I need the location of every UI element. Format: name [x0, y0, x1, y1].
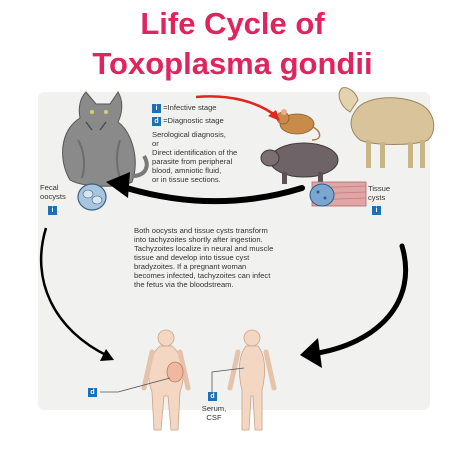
tissue-cysts-badge: i	[372, 206, 381, 215]
tissue-cysts-line-1: Tissue	[368, 184, 391, 193]
diagnosis-line-1: Serological diagnosis,	[152, 130, 226, 139]
description-line-2: into tachyzoites shortly after ingestion…	[134, 235, 263, 244]
diagnosis-line-3: Direct identification of the	[152, 148, 238, 157]
description-line-3: Tachyzoites localize in neural and muscl…	[134, 244, 274, 253]
black-arrow-top	[106, 172, 305, 205]
woman-illustration	[227, 329, 277, 431]
fetus-pointer-line	[100, 377, 171, 393]
oocyst-illustration	[77, 183, 107, 211]
muscle-tissue-illustration	[309, 181, 367, 207]
description-line-1: Both oocysts and tissue cysts transform	[134, 226, 268, 235]
pregnant-woman-illustration	[141, 329, 191, 431]
serum-line-1: Serum,	[201, 404, 227, 413]
red-arrow	[195, 95, 280, 121]
diagnosis-line-2: or	[152, 139, 159, 148]
diagnosis-line-6: or in tissue sections.	[152, 175, 221, 184]
cat-illustration	[62, 91, 149, 187]
legend-infective: i =Infective stage	[152, 103, 217, 113]
fecal-oocysts-label: Fecal oocysts	[40, 183, 66, 201]
description-line-5: bradyzoites. If a pregnant woman	[134, 262, 247, 271]
description: Both oocysts and tissue cysts transform …	[134, 226, 324, 289]
serum-label: Serum, CSF	[200, 404, 228, 422]
description-line-7: the fetus via the bloodstream.	[134, 280, 234, 289]
sheep-illustration	[338, 87, 435, 168]
title-line-1: Life Cycle of	[140, 6, 325, 41]
fecal-oocysts-line-2: oocysts	[40, 192, 66, 201]
diagnosis-line-5: blood, amniotic fluid,	[152, 166, 222, 175]
diagnostic-label: =Diagnostic stage	[163, 116, 224, 125]
fetus-diagnostic-badge: d	[88, 388, 97, 397]
mouse-illustration	[276, 109, 321, 141]
description-line-6: becomes infected, tachyzoites can infect	[134, 271, 271, 280]
pig-illustration	[260, 142, 339, 184]
diagnostic-badge: d	[152, 117, 161, 126]
diagnosis-line-4: parasite from peripheral	[152, 157, 233, 166]
fecal-oocysts-line-1: Fecal	[40, 183, 59, 192]
infective-label: =Infective stage	[163, 103, 217, 112]
black-arrow-left	[39, 227, 114, 361]
diagnosis-note: Serological diagnosis, or Direct identif…	[152, 130, 282, 184]
black-arrow-right	[300, 243, 409, 368]
serum-badge: d	[208, 392, 217, 401]
title-line-2: Toxoplasma gondii	[92, 46, 373, 81]
serum-line-2: CSF	[206, 413, 222, 422]
legend-diagnostic: d =Diagnostic stage	[152, 116, 224, 126]
tissue-cysts-line-2: cysts	[368, 193, 386, 202]
description-line-4: tissue and develop into tissue cyst	[134, 253, 250, 262]
tissue-cysts-label: Tissue cysts	[368, 184, 390, 202]
fecal-oocysts-badge: i	[48, 206, 57, 215]
infective-badge: i	[152, 104, 161, 113]
serum-pointer-line	[211, 367, 245, 392]
